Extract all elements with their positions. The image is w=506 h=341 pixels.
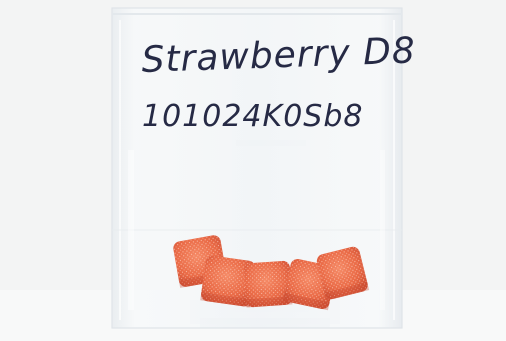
gummies-group xyxy=(173,235,370,311)
gummy xyxy=(316,246,370,301)
handwritten-batch-code: 101024K0Sb8 xyxy=(142,99,363,134)
gummy xyxy=(243,260,293,308)
handwritten-flavor-label: Strawberry D8 xyxy=(141,30,417,81)
gummy xyxy=(200,255,256,308)
bag-reflections xyxy=(128,150,385,310)
